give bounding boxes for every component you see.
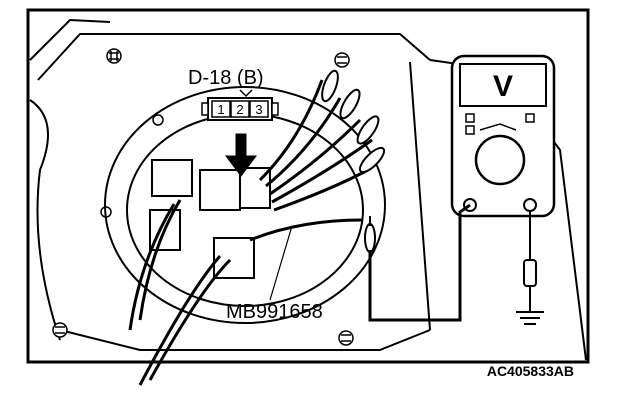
wire-harness [128,79,373,386]
test-lead [368,203,471,322]
range-dial [474,134,526,186]
pin-block: 1 2 3 [201,97,279,121]
test-jack [523,198,537,212]
multimeter: V [450,54,556,218]
pin-cell: 2 [230,100,250,118]
tool-leader-line [269,225,293,301]
pin-cell: 3 [249,100,269,118]
connector-label-tick [239,89,253,98]
ground-probe [523,211,537,312]
pin-number: 1 [217,102,224,117]
pin-number: 2 [236,102,243,117]
figure-id: AC405833AB [487,363,574,379]
pointer-arrow-icon [225,133,257,177]
pin-number: 3 [255,102,262,117]
ground-symbol-icon [516,311,544,325]
tool-label: MB991658 [226,301,323,323]
bolt-marker-icon [52,48,354,346]
connector-label: D-18 (B) [188,67,264,89]
meter-symbol: V [493,70,513,103]
pin-cell: 1 [211,100,231,118]
probe-clips [321,69,386,253]
